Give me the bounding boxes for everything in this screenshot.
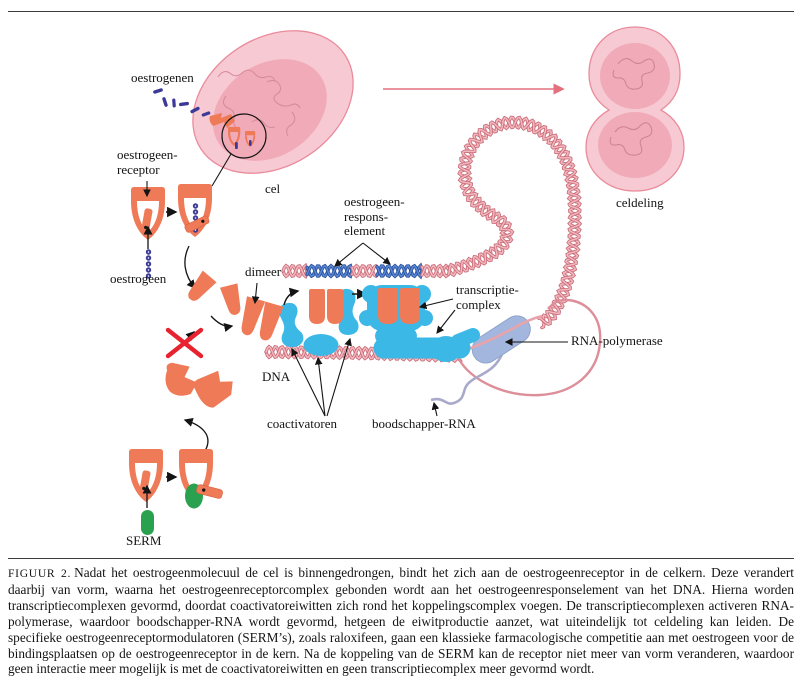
caption-figure-label: FIGUUR 2. — [8, 567, 72, 580]
estrogen-entry-arrow — [209, 113, 235, 128]
caption-rule — [8, 558, 794, 559]
label-serm: SERM — [126, 533, 162, 548]
label-cel: cel — [265, 181, 281, 196]
arrow-serm-receptor-up — [183, 417, 209, 452]
arrow-into-complex1 — [283, 287, 300, 306]
unwound-dna — [457, 298, 602, 397]
label-transcriptie-complex: transcriptie- complex — [456, 282, 519, 312]
label-oestrogenen: oestrogenen — [131, 70, 194, 85]
receptor-monomer-b — [219, 283, 245, 317]
receptor-dimer — [236, 296, 284, 343]
chromosome-squiggles — [609, 58, 655, 156]
serm-receptor-empty — [129, 449, 163, 502]
coactivator-free-2 — [303, 334, 339, 356]
nucleus-zoom-circle — [211, 113, 267, 187]
serm-molecule — [141, 510, 154, 535]
arrow-receptor2-down — [184, 245, 196, 290]
label-respons-element: oestrogeen- respons- element — [344, 194, 405, 239]
receptor-dimer-bound — [309, 288, 359, 335]
serm-receptor-bound — [179, 449, 223, 509]
label-oestrogeen: oestrogeen — [110, 271, 167, 286]
arrow-monomers-to-dimer — [210, 315, 234, 332]
label-celdeling: celdeling — [616, 195, 664, 210]
red-x-icon — [165, 327, 204, 359]
caption-text: Nadat het oestrogeenmolecuul de cel is b… — [8, 565, 794, 677]
messenger-rna — [430, 351, 505, 405]
top-rule — [8, 11, 794, 12]
label-dna: DNA — [262, 369, 291, 384]
diagram-canvas — [129, 26, 685, 535]
cell — [153, 30, 354, 187]
dna-through-polymerase — [456, 314, 543, 355]
dna-helix — [264, 115, 583, 364]
transcription-complex — [359, 285, 480, 362]
dividing-cell — [585, 26, 685, 192]
pointer-lines — [143, 181, 568, 417]
label-boodschapper-rna: boodschapper-RNA — [372, 416, 476, 431]
estrogen-bead-chain — [145, 249, 152, 279]
receptor-monomer-a — [183, 270, 217, 306]
label-dimeer: dimeer — [245, 264, 282, 279]
figure-caption: FIGUUR 2.Nadat het oestrogeenmolecuul de… — [8, 565, 794, 677]
chromatin-squiggles — [217, 69, 301, 137]
estrogen-receptor-2-bound — [178, 184, 212, 237]
label-rna-polymerase: RNA-polymerase — [571, 333, 663, 348]
deformed-receptor-b — [193, 370, 233, 408]
deformed-receptor-a — [165, 362, 198, 396]
coactivator-free-1 — [278, 302, 304, 348]
estrogen-molecules — [153, 88, 211, 117]
label-oestrogeen-receptor: oestrogeen- receptor — [117, 147, 178, 177]
label-coactivatoren: coactivatoren — [267, 416, 338, 431]
